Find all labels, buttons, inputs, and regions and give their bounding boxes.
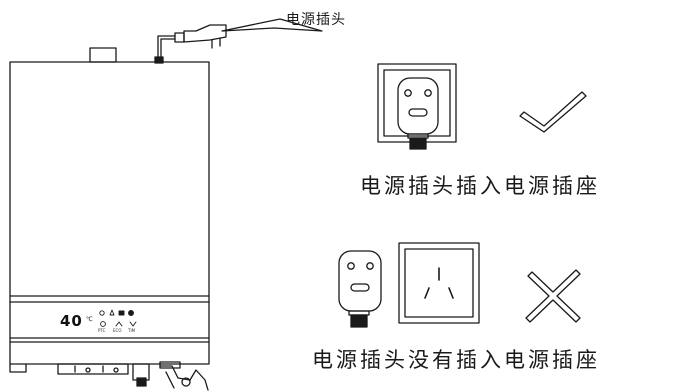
control-panel-icons xyxy=(99,309,137,327)
callout-leader xyxy=(221,18,323,32)
power-cord-top xyxy=(157,18,323,59)
valve-handle xyxy=(165,371,175,389)
down-button xyxy=(129,321,137,327)
gas-valve-nut xyxy=(136,377,147,387)
plug-unplugged-icon xyxy=(338,250,382,312)
shower-icon xyxy=(118,310,125,316)
plug-hole xyxy=(347,262,355,270)
cable-entry xyxy=(154,56,164,64)
valve-body xyxy=(159,361,181,369)
empty-socket-inner xyxy=(404,248,474,318)
tim-label: TIM xyxy=(128,328,136,333)
plug-callout-label: 电源插头 xyxy=(286,12,346,28)
correct-caption: 电源插头插入电源插座 xyxy=(360,174,600,198)
display-unit: ℃ xyxy=(86,316,93,323)
cross-mark-icon xyxy=(525,269,581,323)
pipe-stub xyxy=(85,367,91,373)
power-cord-inner xyxy=(160,38,176,59)
heater-foot-left xyxy=(9,363,27,373)
check-mark-icon xyxy=(519,91,587,133)
plug-in-socket-icon xyxy=(397,77,439,135)
socket-slot-right xyxy=(448,287,454,299)
pipe-stub xyxy=(113,367,119,373)
bottom-bracket xyxy=(57,363,129,375)
cord-strain-relief xyxy=(174,32,185,43)
eco-label: ECO xyxy=(113,328,122,333)
wrong-caption: 电源插头没有插入电源插座 xyxy=(312,348,600,372)
plug-cable xyxy=(350,314,368,328)
power-cord xyxy=(157,35,176,59)
wrong-socket-illustration xyxy=(338,242,480,328)
empty-socket-outer xyxy=(398,242,480,324)
flame-icon xyxy=(109,309,115,316)
plug-hole xyxy=(408,108,428,117)
socket-plate-inner xyxy=(383,69,451,137)
up-button xyxy=(115,321,123,327)
heater-body xyxy=(9,61,210,365)
plug-hole xyxy=(424,89,432,97)
water-heater xyxy=(9,47,210,391)
socket-slot-left xyxy=(424,287,430,299)
plug-hole xyxy=(404,89,412,97)
fan-icon xyxy=(99,310,105,316)
valve-knob xyxy=(181,377,191,387)
ptc-button xyxy=(100,321,106,327)
correct-socket-illustration xyxy=(377,63,457,150)
plug-cable xyxy=(409,137,427,150)
plug-hole xyxy=(366,262,374,270)
socket-plate-outer xyxy=(377,63,457,143)
power-icon xyxy=(128,310,134,316)
display-temperature: 40 xyxy=(60,312,83,330)
heater-top-cap xyxy=(89,47,117,63)
ptc-label: PTC xyxy=(98,328,106,333)
plug-hole xyxy=(350,283,370,292)
